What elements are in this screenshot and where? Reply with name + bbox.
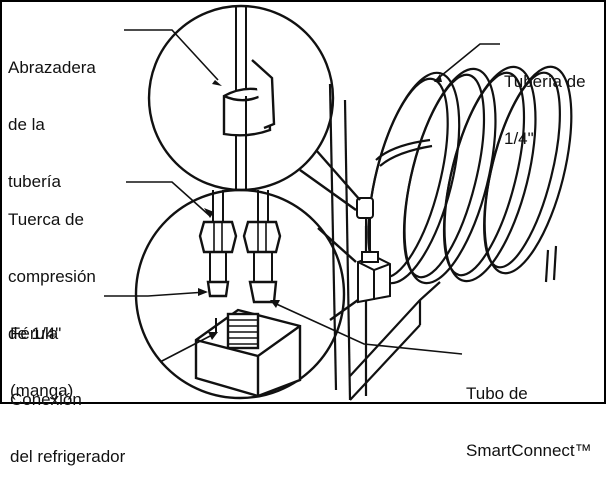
magnifier-top-pointer-1 [315,149,361,201]
coil-loop-4b [483,65,573,275]
coil-loop-2b [403,67,497,285]
label-tubing: Tubería de 1/4" [504,34,586,186]
label-ferrule-line-2: (manga) [10,381,74,400]
label-smartconnect: Tubo de SmartConnect™ [466,346,592,498]
label-connection-line-1: Conexión [10,390,82,409]
leader-nut [126,181,211,217]
magnifier-circle-bottom [134,188,346,400]
tubing-lead-1 [375,138,431,161]
magnifier-bottom [134,188,359,400]
label-tubing-line-1: Tubería de [504,72,586,91]
threaded-connection [226,312,260,350]
leader-ferrule [104,291,207,297]
coil-end-1 [544,249,550,283]
compression-nut-right [242,220,282,254]
tubing-lead-2 [379,144,433,167]
leader-lines [104,29,500,363]
leader-clamp [124,29,219,81]
label-tubing-line-2: 1/4" [504,129,534,148]
label-clamp: Abrazadera de la tubería [8,20,96,229]
cabinet-clamp-and-fitting [356,197,391,304]
label-clamp-line-3: tubería [8,172,61,191]
label-smartconnect-line-2: SmartConnect™ [466,441,592,460]
label-ferrule: Férula (manga) [10,286,73,438]
ferrule-left [206,280,230,298]
coil-end-2 [552,245,558,281]
fitting-nut-small [361,251,379,263]
magnifier-top [147,4,361,211]
label-clamp-line-2: de la [8,115,45,134]
magnifier-bottom-pointer-2 [329,299,359,321]
leader-tubing [435,43,500,81]
label-compression-nut: Tuerca de compresión de 1/4" [8,172,96,381]
smartconnect-ferrule [248,280,278,304]
magnifier-bottom-pointer-1 [317,227,357,263]
magnifier-top-pointer-2 [299,169,357,211]
leader-connection [159,333,215,363]
leader-smartconnect [271,301,463,355]
label-smartconnect-line-1: Tubo de [466,384,528,403]
diagram-stage: Abrazadera de la tubería Tubería de 1/4"… [0,0,606,466]
label-nut-line-1: Tuerca de [8,210,84,229]
cabinet-clamp [356,197,374,219]
label-connection: Conexión del refrigerador [10,352,125,504]
label-connection-line-2: del refrigerador [10,447,126,466]
label-clamp-line-1: Abrazadera [8,58,96,77]
label-nut-line-2: compresión [8,267,96,286]
refrigerator-water-line-illustration [0,0,606,404]
compression-nut-left [198,220,238,254]
label-nut-line-3: de 1/4" [8,324,62,343]
coil-loop-3b [443,65,537,283]
label-ferrule-line-1: Férula [10,324,59,343]
